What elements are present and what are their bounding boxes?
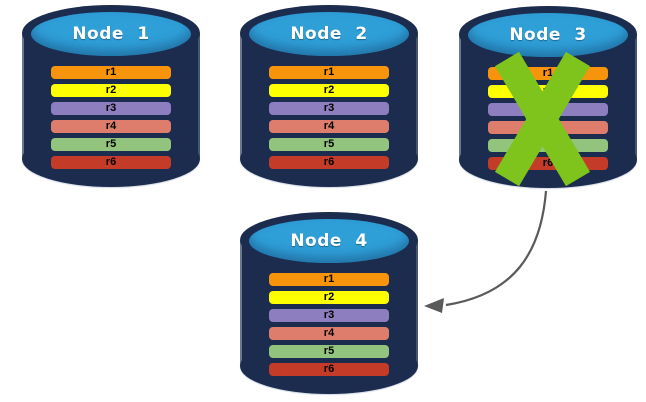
row-r3: r3 <box>269 102 389 115</box>
row-r5: r5 <box>269 138 389 151</box>
node-4-cylinder: Node 4 r1 r2 r3 r4 r5 r6 <box>240 212 418 394</box>
row-r3: r3 <box>269 309 389 322</box>
x-stroke <box>494 51 591 187</box>
row-r6: r6 <box>51 156 171 169</box>
row-r5: r5 <box>51 138 171 151</box>
arrow-head-icon <box>424 298 444 313</box>
row-r4: r4 <box>269 327 389 340</box>
row-r1: r1 <box>269 273 389 286</box>
row-r2: r2 <box>269 84 389 97</box>
row-r6: r6 <box>269 156 389 169</box>
cylinder-top-face: Node 2 <box>249 12 409 56</box>
node-label: Node 2 <box>290 24 368 44</box>
row-stack: r1 r2 r3 r4 r5 r6 <box>269 66 389 169</box>
node-label: Node 3 <box>509 25 587 45</box>
row-r1: r1 <box>51 66 171 79</box>
node-label: Node 1 <box>72 24 150 44</box>
row-stack: r1 r2 r3 r4 r5 r6 <box>269 273 389 376</box>
cylinder-top-face: Node 4 <box>249 219 409 263</box>
row-r2: r2 <box>51 84 171 97</box>
row-r4: r4 <box>269 120 389 133</box>
node-2-cylinder: Node 2 r1 r2 r3 r4 r5 r6 <box>240 5 418 187</box>
row-r3: r3 <box>51 102 171 115</box>
arrow-curve <box>445 190 548 307</box>
row-r6: r6 <box>269 363 389 376</box>
cylinder-top-face: Node 1 <box>31 12 191 56</box>
node-3-cylinder: Node 3 r1 r2 r3 r4 r5 r6 <box>459 6 637 188</box>
cylinder-top-face: Node 3 <box>468 13 628 57</box>
row-r1: r1 <box>269 66 389 79</box>
row-stack: r1 r2 r3 r4 r5 r6 <box>51 66 171 169</box>
row-r4: r4 <box>51 120 171 133</box>
failure-x-icon <box>494 51 591 187</box>
row-r2: r2 <box>269 291 389 304</box>
node-label: Node 4 <box>290 231 368 251</box>
node-1-cylinder: Node 1 r1 r2 r3 r4 r5 r6 <box>22 5 200 187</box>
row-r5: r5 <box>269 345 389 358</box>
